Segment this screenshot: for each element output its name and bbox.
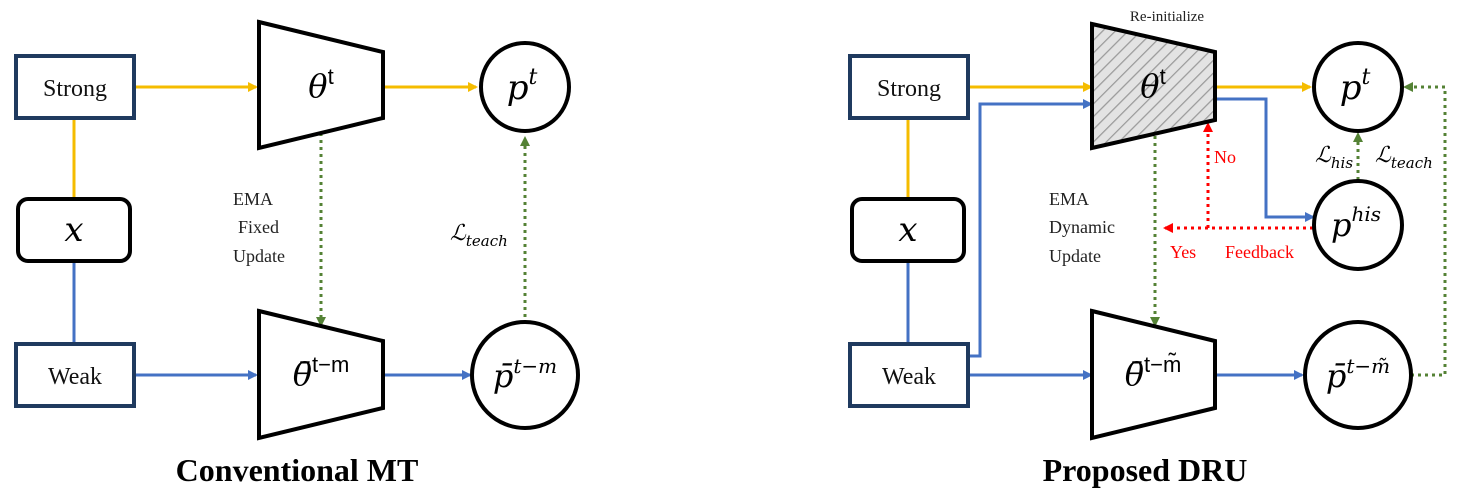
- student-symbol: θ̄: [293, 355, 312, 393]
- teacher-symbol-r: θ: [1140, 67, 1159, 105]
- pt-label-r: pt: [1340, 65, 1371, 108]
- teacher-model: [257, 19, 385, 151]
- strong-box: [14, 54, 136, 120]
- student-label-r: θ̄t−m̃: [1125, 352, 1182, 393]
- strong-box-r: [848, 54, 970, 120]
- phis-node: [1312, 179, 1404, 271]
- pbar-label: p̄t−m: [493, 354, 557, 395]
- teach-loss-symbol: ℒ: [450, 221, 467, 246]
- pbar-label-r: p̄t−m̃: [1326, 354, 1390, 395]
- teacher-superscript-r: t: [1160, 64, 1166, 89]
- student-superscript: t−m: [312, 352, 349, 377]
- teacher-superscript: t: [328, 64, 334, 89]
- yes-label: Yes: [1170, 242, 1196, 262]
- x-box: [16, 197, 132, 263]
- pbar-symbol: p̄: [493, 357, 513, 395]
- right-panel: Strong x Weak Re-initialize θt θ̄t−m̃ pt…: [848, 9, 1447, 488]
- reinit-label: Re-initialize: [1130, 9, 1204, 25]
- his-loss-symbol: ℒ: [1315, 143, 1332, 168]
- x-label: x: [64, 210, 83, 250]
- pt-superscript: t: [528, 65, 537, 90]
- ema-label-2: Fixed: [238, 217, 279, 237]
- strong-label: Strong: [43, 76, 107, 102]
- his-loss-label: ℒhis: [1315, 143, 1353, 172]
- pt-node: [479, 41, 571, 133]
- right-caption: Proposed DRU: [1043, 452, 1248, 488]
- phis-superscript: his: [1351, 202, 1381, 226]
- teacher-label: θt: [308, 64, 333, 105]
- teach-loss-label-r: ℒteach: [1375, 143, 1433, 172]
- left-caption: Conventional MT: [176, 452, 419, 488]
- phis-symbol: p: [1331, 206, 1351, 244]
- ema-label-1: EMA: [233, 189, 273, 209]
- pt-label: pt: [507, 65, 538, 108]
- weak-label: Weak: [48, 364, 102, 390]
- his-loss-subscript: his: [1331, 154, 1353, 172]
- pbar-node: [470, 320, 580, 430]
- phis-label: phis: [1331, 202, 1381, 244]
- pbar-superscript-r: t−m̃: [1346, 354, 1390, 378]
- teach-loss-subscript-r: teach: [1391, 154, 1433, 172]
- teach-loss-symbol-r: ℒ: [1375, 143, 1392, 168]
- pt-node-r: [1312, 41, 1404, 133]
- pbar-node-r: [1303, 320, 1413, 430]
- teach-loss-label: ℒteach: [450, 221, 508, 250]
- student-superscript-r: t−m̃: [1144, 352, 1181, 377]
- pt-symbol-r: p: [1340, 68, 1362, 108]
- pbar-superscript: t−m: [513, 354, 557, 378]
- left-panel: Strong x Weak θt θ̄t−m pt p̄t−m EMA Fixe…: [14, 19, 580, 488]
- teacher-to-phis-arrow: [1215, 97, 1315, 222]
- feedback-label: Feedback: [1225, 242, 1294, 262]
- weak-label-r: Weak: [882, 364, 936, 390]
- x-box-r: [850, 197, 966, 263]
- weak-to-teacher-arrow-r: [968, 99, 1093, 358]
- teacher-symbol: θ: [308, 67, 327, 105]
- ema-label-r-1: EMA: [1049, 189, 1089, 209]
- ema-label-r-3: Update: [1049, 246, 1101, 266]
- weak-box: [14, 342, 136, 408]
- ema-label-r-2: Dynamic: [1049, 217, 1115, 237]
- strong-label-r: Strong: [877, 76, 941, 102]
- student-model: [257, 308, 385, 441]
- pt-superscript-r: t: [1361, 65, 1370, 90]
- student-symbol-r: θ̄: [1125, 355, 1144, 393]
- teacher-model-r: [1090, 21, 1217, 151]
- ema-label-3: Update: [233, 246, 285, 266]
- x-label-r: x: [898, 210, 917, 250]
- student-label: θ̄t−m: [293, 352, 350, 393]
- weak-box-r: [848, 342, 970, 408]
- pt-symbol: p: [507, 68, 529, 108]
- student-model-r: [1090, 308, 1217, 441]
- pbar-symbol-r: p̄: [1326, 357, 1346, 395]
- teach-loss-path-r: [1403, 82, 1447, 377]
- no-label: No: [1214, 147, 1236, 167]
- teacher-label-r: θt: [1140, 64, 1165, 105]
- teach-loss-subscript: teach: [466, 232, 508, 250]
